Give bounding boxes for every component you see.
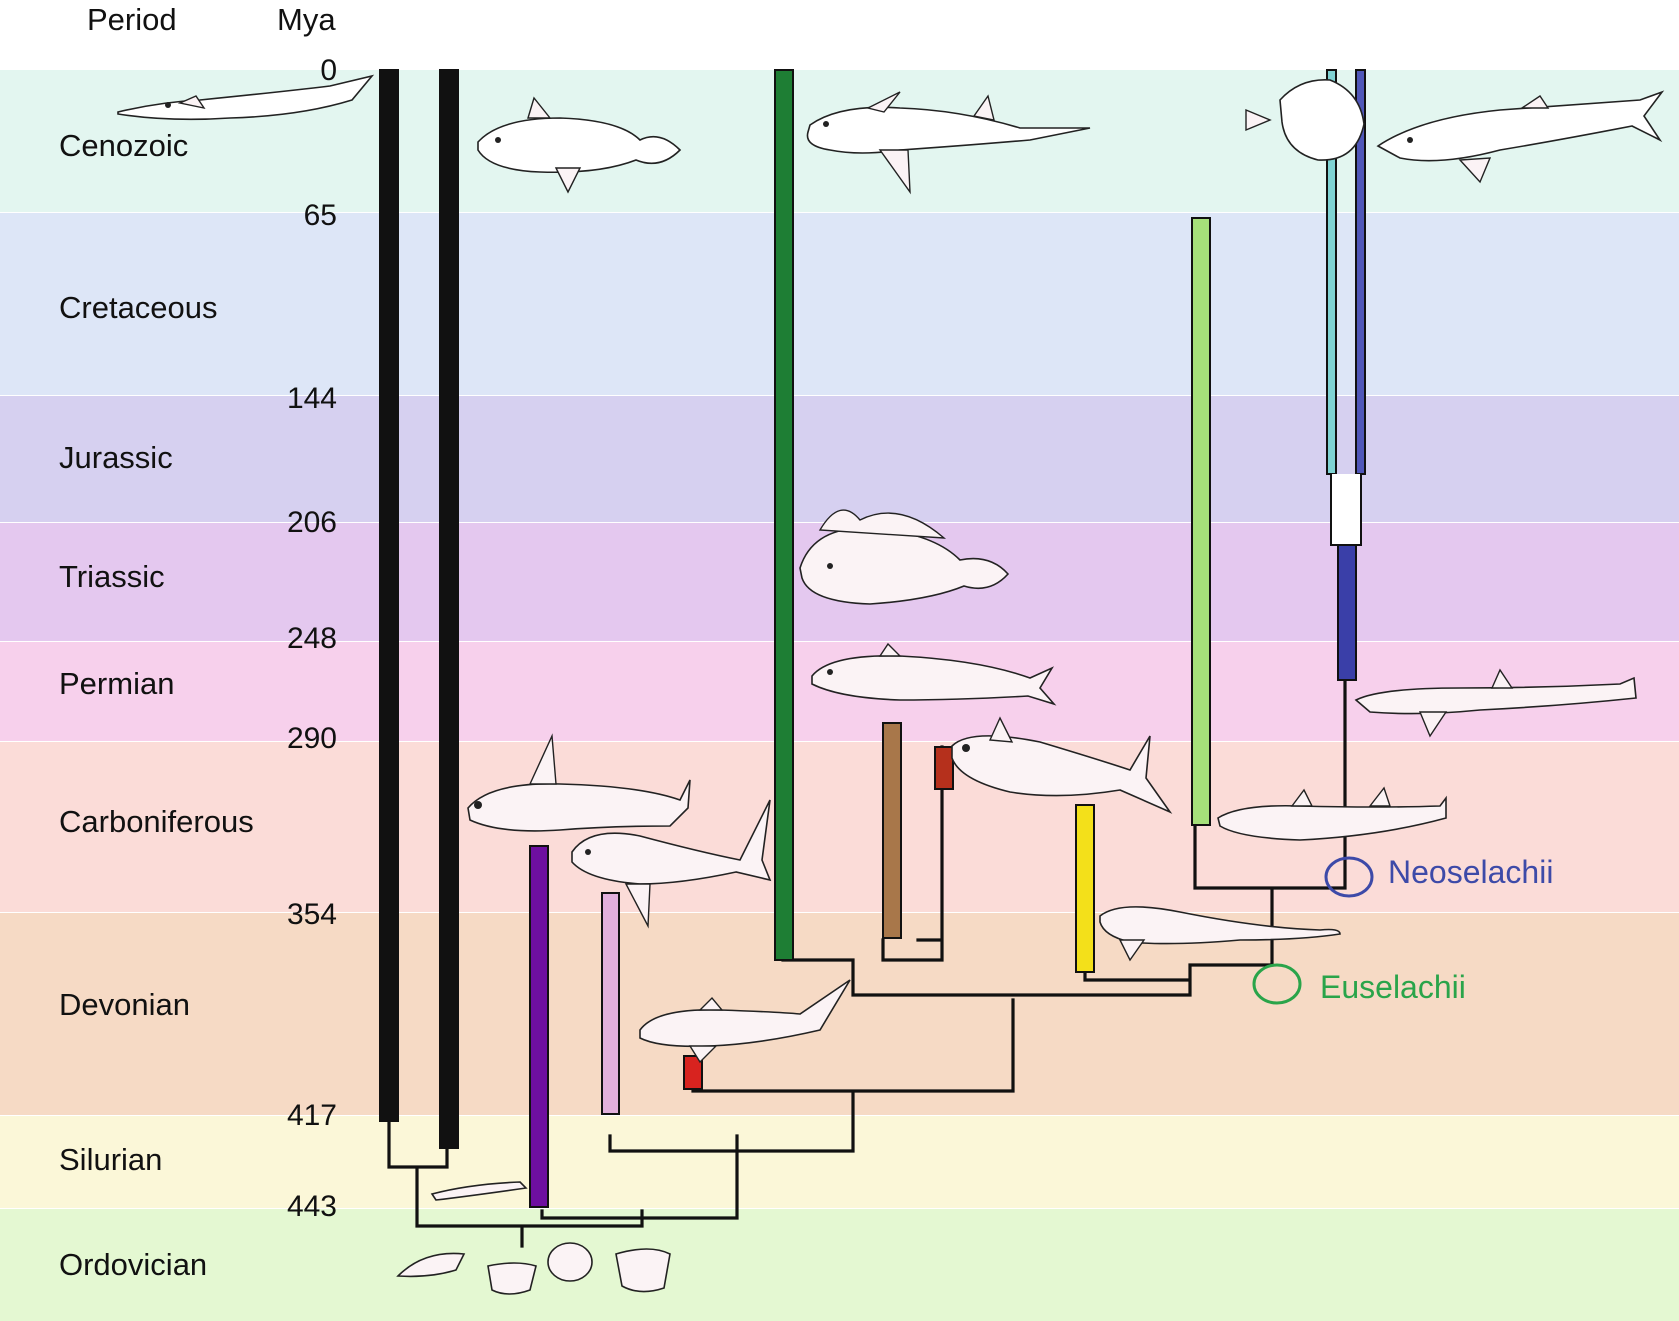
period-band-silurian <box>0 1116 1679 1208</box>
mya-tick-144: 144 <box>287 382 337 415</box>
period-label-carboniferous: Carboniferous <box>59 804 254 839</box>
period-label-permian: Permian <box>59 666 174 701</box>
lineage-bar-darkred <box>934 746 954 790</box>
mya-tick-443: 443 <box>287 1190 337 1223</box>
xenacanth-shark-illustration <box>811 642 1057 706</box>
chimaera-illustration <box>806 91 1091 195</box>
sturgeon-illustration <box>117 74 375 121</box>
mya-tick-354: 354 <box>287 898 337 931</box>
period-label-silurian: Silurian <box>59 1142 162 1177</box>
carboniferous-shark-illustration-2 <box>571 799 772 929</box>
period-label-triassic: Triassic <box>59 559 165 594</box>
mya-tick-248: 248 <box>287 622 337 655</box>
spiny-fish-illustration <box>799 509 1010 605</box>
lineage-bar-pink <box>601 892 620 1115</box>
carboniferous-shark-illustration-1 <box>467 733 691 832</box>
neoselachii-label: Neoselachii <box>1388 854 1553 890</box>
ray-illustration <box>1245 79 1365 161</box>
lineage-bar-green <box>774 69 794 961</box>
lineage-bar-brown <box>882 722 902 939</box>
period-label-devonian: Devonian <box>59 987 190 1022</box>
mya-tick-417: 417 <box>287 1099 337 1132</box>
lineage-bars <box>379 69 1366 1208</box>
lineage-bar-yellow <box>1075 804 1095 973</box>
period-column-header: Period <box>87 2 177 37</box>
ctenacanth-shark-illustration <box>951 716 1173 814</box>
period-band-ordovician <box>0 1209 1679 1321</box>
mya-tick-290: 290 <box>287 722 337 755</box>
mya-tick-65: 65 <box>304 199 337 232</box>
coelacanth-illustration <box>477 96 682 194</box>
eel-shark-illustration <box>1099 906 1341 962</box>
modern-shark-illustration <box>1376 90 1665 184</box>
period-label-cenozoic: Cenozoic <box>59 128 188 163</box>
mya-ticks: 0 65 144 206 248 290 354 417 443 <box>287 54 337 1223</box>
mya-tick-0: 0 <box>320 54 337 87</box>
euselachii-label: Euselachii <box>1320 969 1466 1005</box>
lineage-bar-lightgreen <box>1191 217 1211 826</box>
lineage-bar-red <box>683 1055 703 1090</box>
devonian-shark-illustration <box>639 979 851 1064</box>
period-band-cretaceous <box>0 213 1679 395</box>
period-band-devonian <box>0 913 1679 1115</box>
neoselachii-node-marker <box>1324 856 1374 898</box>
hybodont-shark-illustration <box>1217 786 1447 841</box>
mya-column-header: Mya <box>277 2 336 37</box>
lineage-bar-black-1 <box>379 69 399 1122</box>
period-band-jurassic <box>0 396 1679 522</box>
lineage-bar-black-2 <box>439 69 459 1149</box>
silurian-scale-illustration <box>430 1181 528 1201</box>
permian-shark-illustration <box>1354 668 1637 738</box>
ordovician-scales-illustration <box>396 1242 671 1295</box>
period-label-jurassic: Jurassic <box>59 440 173 475</box>
period-label-cretaceous: Cretaceous <box>59 290 218 325</box>
period-labels: Cenozoic Cretaceous Jurassic Triassic Pe… <box>59 128 254 1282</box>
lineage-bar-purple <box>529 845 549 1208</box>
mya-tick-206: 206 <box>287 506 337 539</box>
lineage-bar-navy <box>1337 544 1357 681</box>
period-label-ordovician: Ordovician <box>59 1247 207 1282</box>
euselachii-node-marker <box>1252 963 1302 1005</box>
lineage-ghost-range <box>1330 474 1362 546</box>
